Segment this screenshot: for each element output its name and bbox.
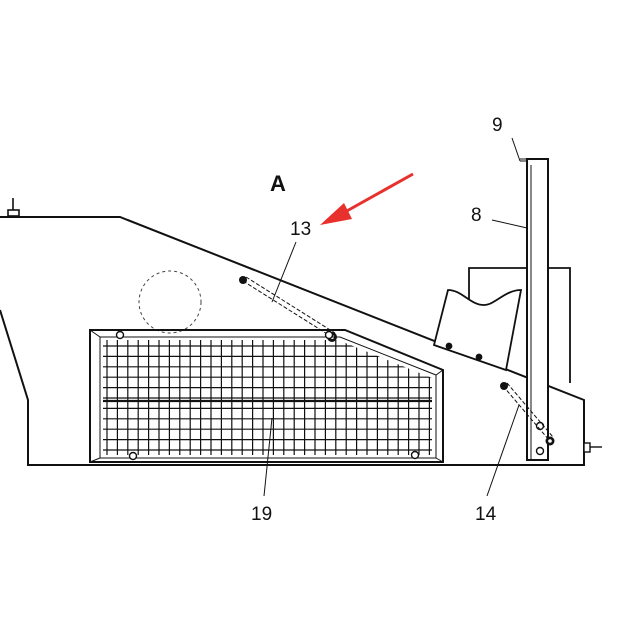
callout-8: 8 [471,205,482,226]
callout-19: 19 [251,504,272,525]
housing-outline [0,216,585,466]
gas-strut-14 [500,382,555,446]
mesh-grille-19 [103,340,432,455]
top-stud [7,198,20,217]
access-panel [89,329,444,463]
gas-strut-13 [239,276,337,342]
pointer-arrow [320,172,414,225]
cradle-bracket [432,267,571,383]
vertical-post [520,158,549,461]
callout-14: 14 [475,504,497,525]
callout-13: 13 [290,219,311,240]
side-stud [583,442,602,453]
callout-9: 9 [492,115,503,136]
hidden-circle [138,270,202,334]
panel-screws [115,330,420,461]
leader-lines [263,137,528,497]
view-label: A [270,171,286,196]
